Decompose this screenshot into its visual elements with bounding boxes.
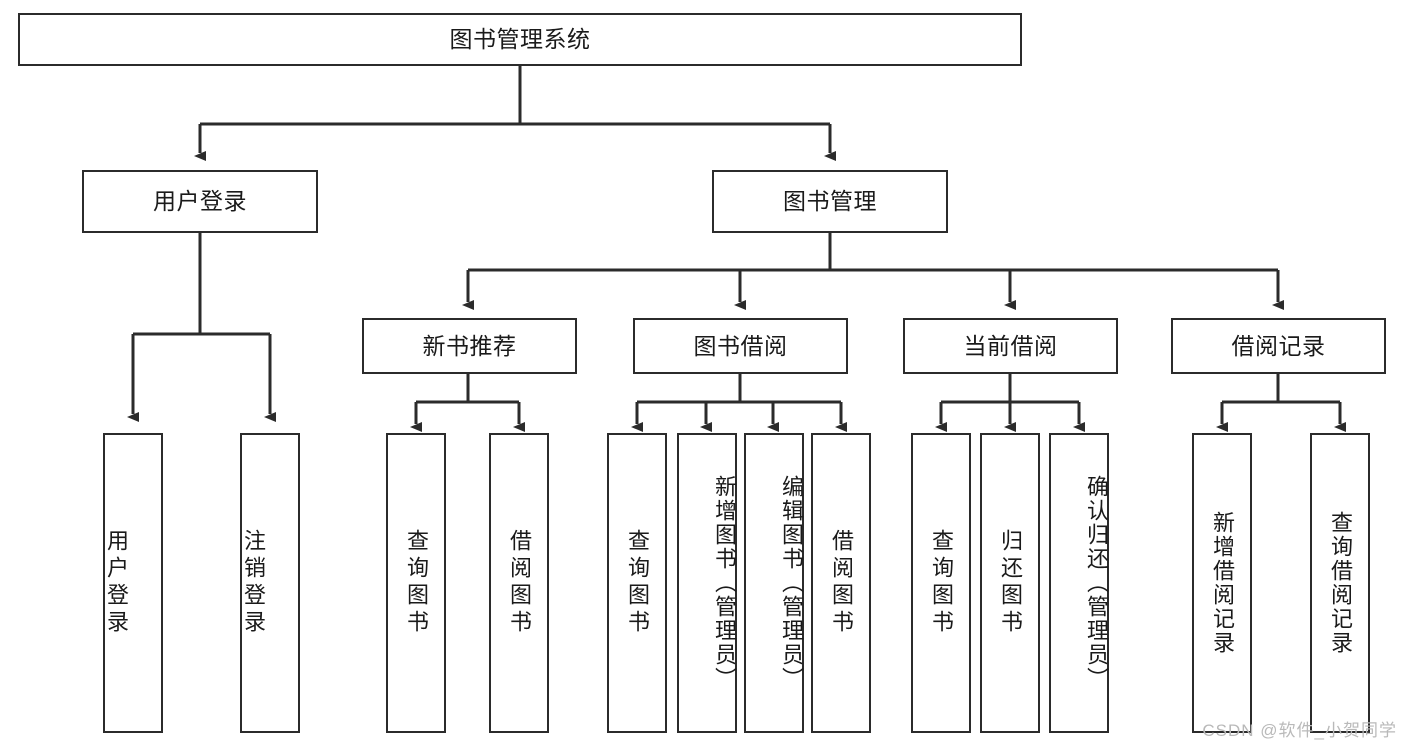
node-root-system[interactable]: 图书管理系统 [18,13,1022,66]
csdn-watermark: CSDN @软件_小贺同学 [1202,721,1397,740]
node-borrow-record[interactable]: 借阅记录 [1171,318,1386,374]
node-leaf-add-record-label: 新增借阅记录 [1210,511,1235,655]
node-leaf-confirm-return[interactable]: 确认归还（管理员） [1049,433,1109,733]
node-leaf-add-book-label: 新增图书（管理员） [712,475,737,691]
node-book-manage[interactable]: 图书管理 [712,170,948,233]
node-leaf-query-book-2[interactable]: 查询图书 [607,433,667,733]
node-leaf-query-book-3-label: 查询图书 [929,529,954,637]
node-leaf-return-book[interactable]: 归还图书 [980,433,1040,733]
node-leaf-borrow-book-2-label: 借阅图书 [829,529,854,637]
node-leaf-borrow-book-1-label: 借阅图书 [507,529,532,637]
node-leaf-edit-book[interactable]: 编辑图书（管理员） [744,433,804,733]
node-leaf-query-book-2-label: 查询图书 [625,529,650,637]
node-leaf-query-book-1-label: 查询图书 [404,529,429,637]
node-leaf-user-login[interactable]: 用户登录 [103,433,163,733]
node-leaf-query-record-label: 查询借阅记录 [1328,511,1353,655]
node-leaf-query-book-3[interactable]: 查询图书 [911,433,971,733]
node-user-login[interactable]: 用户登录 [82,170,318,233]
node-leaf-user-login-label: 用户登录 [104,529,129,637]
node-leaf-borrow-book-1[interactable]: 借阅图书 [489,433,549,733]
node-leaf-add-book[interactable]: 新增图书（管理员） [677,433,737,733]
node-leaf-confirm-return-label: 确认归还（管理员） [1084,475,1109,691]
node-book-borrow[interactable]: 图书借阅 [633,318,848,374]
node-new-book-recommend[interactable]: 新书推荐 [362,318,577,374]
node-current-borrow[interactable]: 当前借阅 [903,318,1118,374]
node-leaf-query-record[interactable]: 查询借阅记录 [1310,433,1370,733]
node-leaf-logout[interactable]: 注销登录 [240,433,300,733]
node-leaf-edit-book-label: 编辑图书（管理员） [779,475,804,691]
node-leaf-borrow-book-2[interactable]: 借阅图书 [811,433,871,733]
node-leaf-query-book-1[interactable]: 查询图书 [386,433,446,733]
node-leaf-logout-label: 注销登录 [241,529,266,637]
node-leaf-add-record[interactable]: 新增借阅记录 [1192,433,1252,733]
node-leaf-return-book-label: 归还图书 [998,529,1023,637]
